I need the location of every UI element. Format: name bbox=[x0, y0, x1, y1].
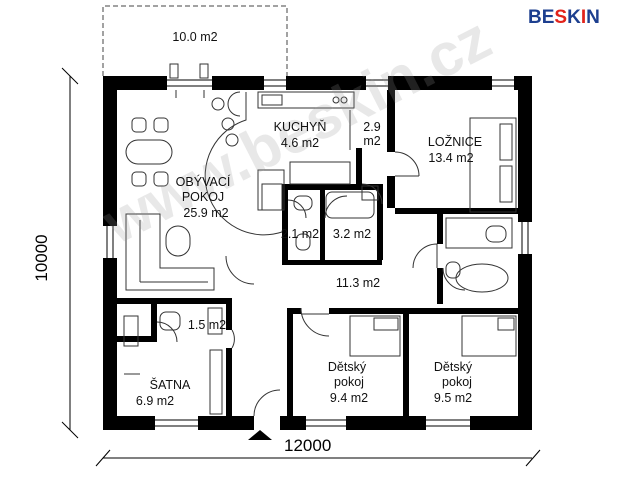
terrace-door bbox=[169, 63, 209, 98]
bath-fixtures bbox=[159, 185, 513, 335]
logo-letter: I bbox=[580, 7, 587, 28]
storage-area: 1.5 m2 bbox=[187, 318, 227, 332]
bedroom-name: LOŽNICE bbox=[427, 135, 483, 149]
kids2-name-line1: Dětský bbox=[433, 360, 473, 374]
terrace-outline bbox=[102, 5, 288, 76]
living-name-line2: POKOJ bbox=[181, 190, 225, 204]
wc-area: 2.1 m2 bbox=[280, 227, 320, 241]
brand-logo: BESKIN bbox=[528, 8, 600, 28]
dimension-lines bbox=[61, 67, 541, 467]
kids2-area: 9.5 m2 bbox=[433, 391, 473, 405]
logo-letter: B bbox=[528, 7, 542, 28]
wardrobe-fixtures bbox=[123, 315, 223, 415]
beds bbox=[349, 117, 517, 357]
logo-letter: E bbox=[541, 7, 555, 28]
wardrobe-name: ŠATNA bbox=[149, 378, 191, 392]
kids1-area: 9.4 m2 bbox=[329, 391, 369, 405]
bathroom-area: 3.2 m2 bbox=[332, 227, 372, 241]
kitchen-fixtures bbox=[257, 91, 355, 211]
kids2-name-line2: pokoj bbox=[442, 375, 472, 389]
living-furniture bbox=[125, 91, 283, 291]
logo-letter: K bbox=[567, 7, 581, 28]
logo-letter: S bbox=[554, 7, 568, 28]
hall-area: 11.3 m2 bbox=[335, 276, 381, 290]
outer-walls bbox=[103, 76, 532, 430]
windows bbox=[106, 79, 529, 427]
logo-letter: N bbox=[586, 7, 600, 28]
entrance-marker bbox=[248, 430, 272, 440]
kids1-name-line2: pokoj bbox=[334, 375, 364, 389]
wardrobe-area: 6.9 m2 bbox=[135, 394, 175, 408]
height-dimension: 10000 bbox=[32, 234, 51, 282]
pantry-unit: m2 bbox=[363, 134, 381, 148]
kitchen-area: 4.6 m2 bbox=[280, 136, 320, 150]
living-name-line1: OBÝVACÍ bbox=[175, 175, 231, 189]
pantry-area: 2.9 bbox=[363, 120, 381, 134]
interior-walls bbox=[117, 90, 519, 416]
doors bbox=[156, 151, 466, 417]
width-dimension: 12000 bbox=[284, 436, 332, 455]
living-area: 25.9 m2 bbox=[183, 206, 229, 220]
bedroom-area: 13.4 m2 bbox=[428, 151, 474, 165]
terrace-area: 10.0 m2 bbox=[172, 30, 218, 44]
kitchen-name: KUCHYŇ bbox=[273, 120, 327, 134]
kids1-name-line1: Dětský bbox=[327, 360, 367, 374]
